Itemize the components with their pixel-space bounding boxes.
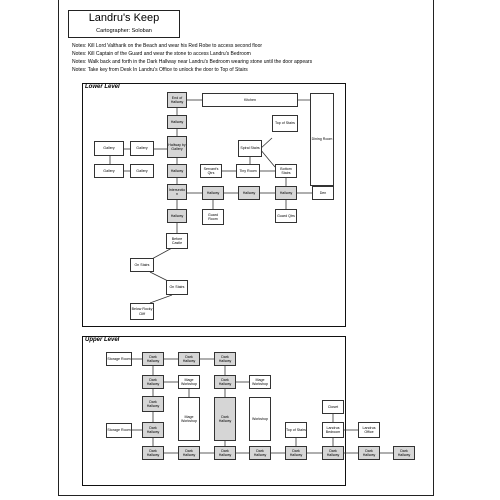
- room-dark-hallway-b6: Dark Hallway: [322, 446, 344, 460]
- room-dark-hallway-7: Dark Hallway: [214, 397, 236, 441]
- room-storage-room-2: Storage Room: [106, 423, 132, 438]
- room-kitchen: Kitchen: [202, 93, 298, 107]
- room-guard-qtrs: Guard Qtrs: [275, 209, 297, 223]
- room-top-of-stairs-upper: Top of Stairs: [285, 422, 307, 438]
- note-2: Notes: Kill Captain of the Guard and wea…: [72, 51, 251, 57]
- room-gallery-a: Gallery: [94, 141, 124, 156]
- room-closet: Closet: [322, 400, 344, 414]
- room-dark-hallway-8: Dark Hallway: [142, 422, 164, 438]
- room-on-stairs-1: On Stairs: [130, 258, 154, 272]
- room-mage-workshop-3: Mage Workshop: [178, 397, 200, 441]
- room-dark-hallway-b5: Dark Hallway: [285, 446, 307, 460]
- room-dark-hallway-b1: Dark Hallway: [142, 446, 164, 460]
- room-workshop: Workshop: [249, 397, 271, 441]
- room-dining-room: Dining Room: [310, 93, 334, 186]
- room-hallway-1: Hallway: [167, 115, 187, 129]
- room-hallway-4: Hallway: [238, 186, 260, 200]
- room-landrus-office: Landrus Office: [358, 422, 380, 438]
- room-den: Den: [312, 186, 334, 200]
- room-dark-hallway-3: Dark Hallway: [214, 352, 236, 366]
- room-storage-room-1: Storage Room: [106, 352, 132, 366]
- room-dark-hallway-2: Dark Hallway: [178, 352, 200, 366]
- room-hallway-5: Hallway: [275, 186, 297, 200]
- lower-level-section: [82, 83, 346, 327]
- lower-level-label: Lower Level: [85, 84, 120, 90]
- room-end-of-hallway: End of Hallway: [167, 92, 187, 108]
- room-hallway-6: Hallway: [167, 209, 187, 223]
- room-gallery-d: Gallery: [130, 164, 154, 178]
- note-1: Notes: Kill Lord Valtharik on the Beach …: [72, 43, 263, 49]
- note-4: Notes: Take key from Desk In Landru's Of…: [72, 67, 248, 73]
- room-hallway-3: Hallway: [202, 186, 224, 200]
- room-intersection: Intersectio n: [167, 184, 187, 200]
- room-before-castle: Before Castle: [166, 233, 188, 249]
- room-hallway-2: Hallway: [167, 164, 187, 178]
- room-below-rocky-cliff: Below Rocky Cliff: [130, 303, 154, 320]
- room-gallery-c: Gallery: [94, 164, 124, 178]
- room-on-stairs-2: On Stairs: [166, 280, 188, 295]
- upper-level-label: Upper Level: [85, 337, 120, 343]
- room-mage-workshop-1: Mage Workshop: [178, 375, 200, 389]
- room-mage-workshop-2: Mage Workshop: [249, 375, 271, 389]
- room-bottom-stairs: Bottom Stairs: [275, 164, 297, 178]
- map-sheet: [58, 0, 434, 496]
- room-spiral-stairs: Spiral Stairs: [238, 140, 262, 157]
- room-dark-hallway-4: Dark Hallway: [142, 375, 164, 389]
- room-dark-hallway-b7: Dark Hallway: [358, 446, 380, 460]
- room-hallway-by-gallery: Hallway by Gallery: [167, 136, 187, 158]
- room-dark-hallway-b4: Dark Hallway: [249, 446, 271, 460]
- room-guard-room: Guard Room: [202, 209, 224, 225]
- note-3: Notes: Walk back and forth in the Dark H…: [72, 59, 313, 65]
- room-gallery-b: Gallery: [130, 141, 154, 156]
- room-dark-hallway-b2: Dark Hallway: [178, 446, 200, 460]
- upper-level-section: [82, 336, 346, 486]
- room-top-of-stairs-lower: Top of Stairs: [272, 115, 298, 132]
- cartographer-credit: Cartographer: Soloban: [96, 28, 152, 34]
- room-tiny-room: Tiny Room: [236, 164, 260, 178]
- room-landrus-bedroom: Landrus Bedroom: [322, 422, 344, 438]
- room-dark-hallway-1: Dark Hallway: [142, 352, 164, 366]
- page-title: Landru's Keep: [88, 12, 160, 24]
- room-servants-qtrs: Servant's Qtrs: [200, 164, 222, 178]
- room-dark-hallway-6: Dark Hallway: [142, 396, 164, 412]
- title-box: Landru's Keep Cartographer: Soloban: [68, 10, 180, 38]
- room-dark-hallway-5: Dark Hallway: [214, 375, 236, 389]
- room-dark-hallway-b3: Dark Hallway: [214, 446, 236, 460]
- room-dark-hallway-b8: Dark Hallway: [393, 446, 415, 460]
